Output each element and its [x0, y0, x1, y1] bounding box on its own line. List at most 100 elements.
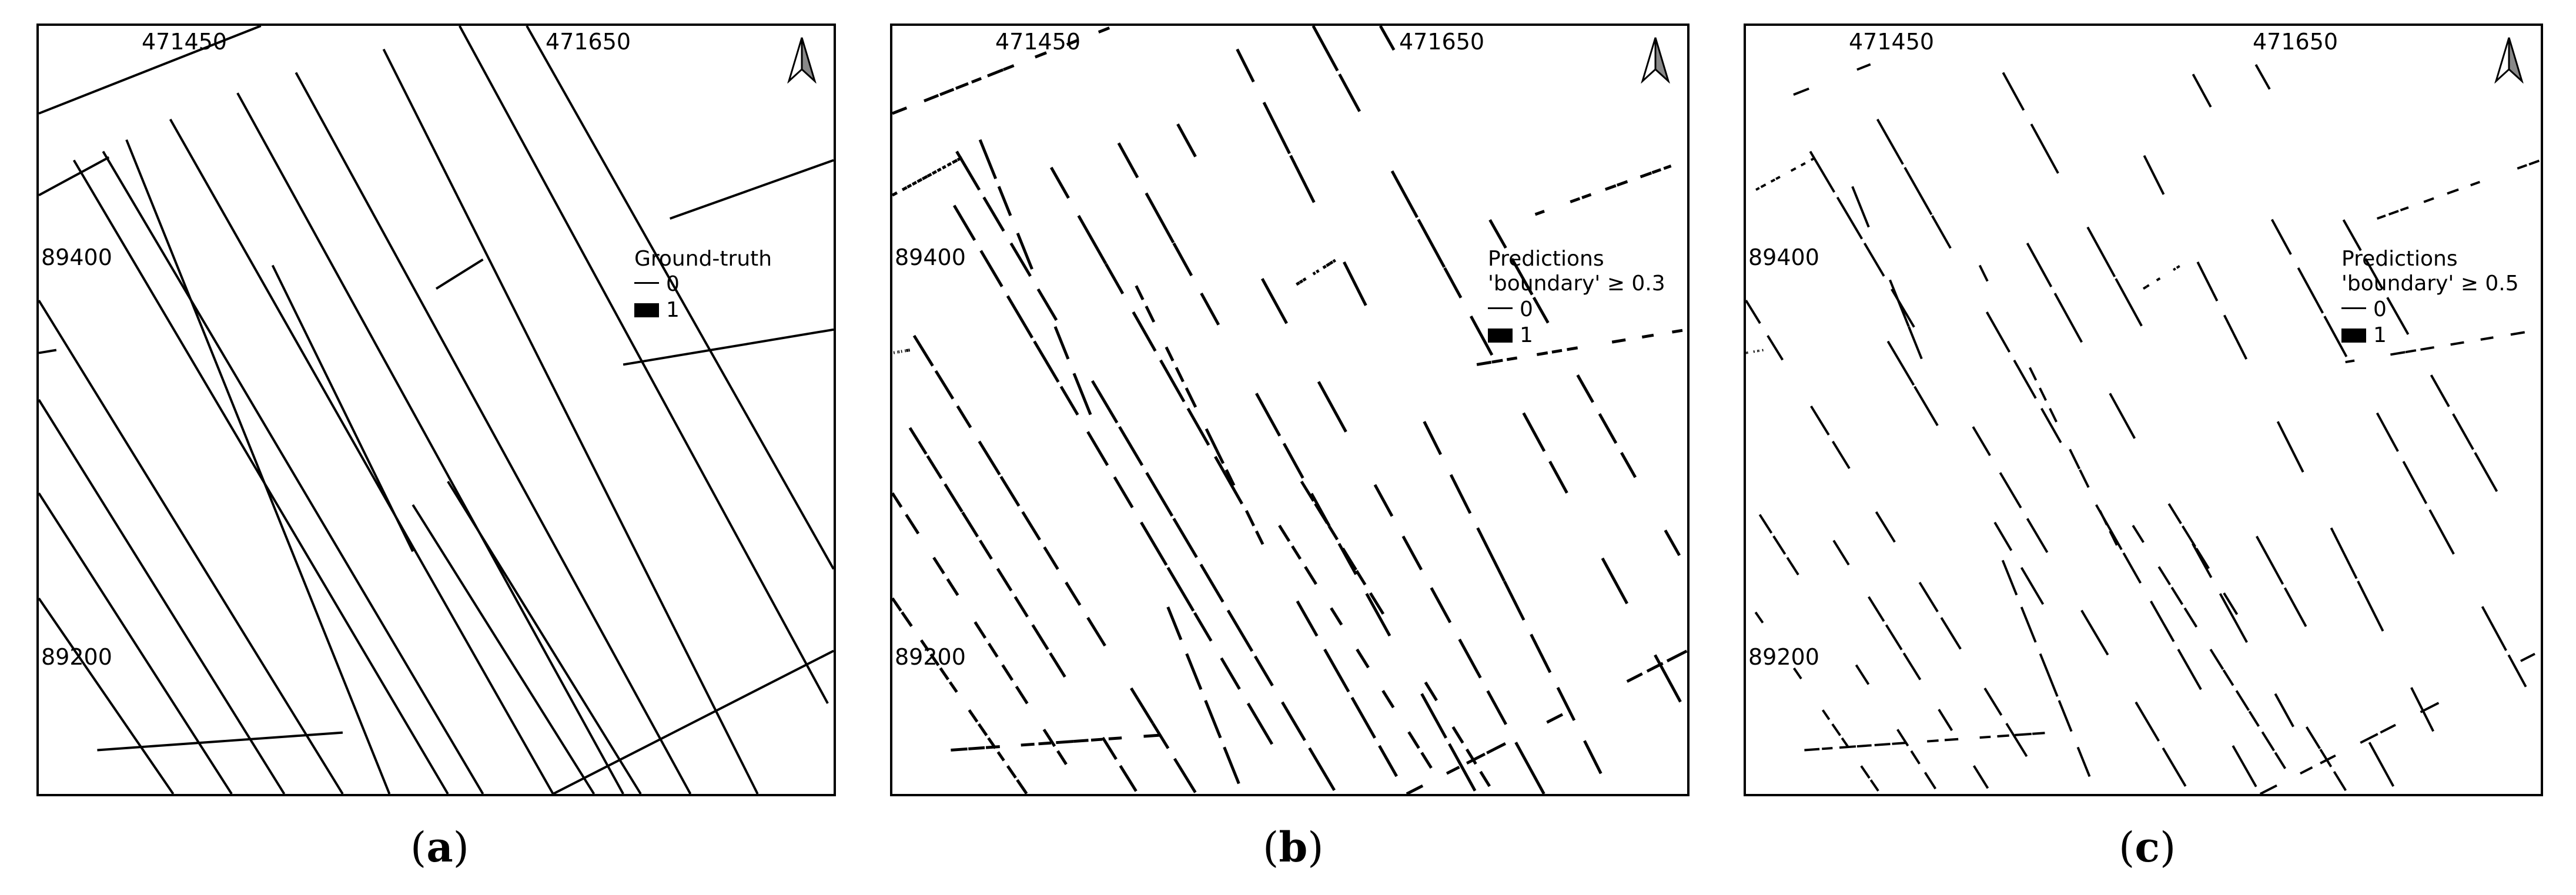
field-boundary: [97, 731, 343, 752]
predicted-boundary: [2428, 509, 2455, 555]
predicted-boundary: [1009, 242, 1032, 277]
x-coordinate-right: 471650: [2253, 29, 2339, 55]
legend-subtitle: 'boundary' ≥ 0.3: [1488, 271, 1665, 296]
predicted-boundary: [1430, 587, 1452, 624]
predicted-boundary: [2357, 581, 2384, 632]
predicted-boundary: [1119, 765, 1138, 792]
predicted-boundary: [1065, 581, 1082, 606]
predicted-boundary: [1506, 356, 1518, 361]
predicted-boundary: [2480, 336, 2494, 341]
predicted-boundary: [1491, 358, 1503, 364]
predicted-boundary: [1530, 633, 1552, 673]
predicted-boundary: [2507, 654, 2527, 688]
map-panel-b: 471450 471650 89400 89200 Predictions 'b…: [890, 24, 1690, 796]
predicted-boundary: [1140, 521, 1168, 566]
predicted-boundary: [1001, 664, 1014, 681]
field-boundary: [39, 26, 262, 115]
predicted-boundary: [1105, 263, 1125, 294]
predicted-boundary: [1373, 484, 1394, 517]
predicted-boundary: [2256, 535, 2284, 585]
predicted-boundary: [1253, 655, 1274, 687]
predicted-boundary: [2400, 206, 2409, 212]
predicted-boundary: [2420, 346, 2434, 351]
predicted-boundary: [1002, 64, 1015, 71]
predicted-boundary: [1869, 779, 1879, 792]
predicted-boundary: [1086, 616, 1106, 647]
predicted-boundary: [2528, 159, 2540, 166]
field-boundary: [435, 258, 484, 290]
predicted-boundary: [1223, 746, 1240, 785]
field-boundary: [102, 150, 484, 794]
predicted-boundary: [2261, 731, 2275, 752]
predicted-boundary: [1329, 260, 1334, 265]
predicted-boundary: [1015, 685, 1029, 705]
predicted-boundary: [2274, 693, 2294, 728]
predicted-boundary: [1856, 63, 1871, 71]
predicted-boundary: [1056, 750, 1068, 765]
predicted-boundary: [1548, 460, 1568, 494]
predicted-boundary: [1173, 757, 1197, 793]
predicted-boundary: [2376, 412, 2399, 452]
predicted-boundary: [1616, 180, 1628, 187]
predicted-boundary: [944, 483, 964, 513]
predicted-boundary: [2143, 155, 2165, 195]
predicted-boundary: [1101, 736, 1118, 760]
predicted-boundary: [996, 751, 1005, 762]
predicted-boundary: [1108, 736, 1122, 740]
predicted-boundary: [2474, 452, 2498, 492]
predicted-boundary: [1863, 242, 1885, 277]
predicted-boundary: [1465, 748, 1477, 765]
predicted-boundary: [1810, 157, 1815, 161]
predicted-boundary: [946, 578, 959, 596]
predicted-boundary: [1355, 569, 1367, 586]
predicted-boundary: [1832, 441, 1851, 470]
predicted-boundary: [2342, 219, 2362, 252]
predicted-boundary: [2510, 331, 2525, 336]
predicted-boundary: [1118, 425, 1144, 466]
predicted-boundary: [2122, 552, 2142, 584]
predicted-boundary: [1672, 328, 1683, 334]
predicted-boundary: [2222, 669, 2234, 686]
field-boundary: [459, 26, 829, 704]
predicted-boundary: [936, 167, 942, 172]
predicted-boundary: [1931, 215, 1952, 249]
predicted-boundary: [1885, 624, 1903, 651]
predicted-boundary: [2323, 316, 2348, 357]
predicted-boundary: [1337, 542, 1357, 575]
predicted-boundary: [1159, 359, 1186, 403]
predicted-boundary: [2176, 265, 2180, 269]
predicted-boundary: [911, 180, 918, 186]
predicted-boundary: [2156, 277, 2161, 281]
predicted-boundary: [2390, 351, 2406, 356]
predicted-boundary: [2297, 267, 2324, 314]
predicted-boundary: [2223, 314, 2248, 360]
predicted-boundary: [2058, 700, 2073, 732]
predicted-boundary: [1369, 592, 1385, 615]
predicted-boundary: [1006, 295, 1034, 338]
predicted-boundary: [1381, 689, 1395, 709]
caption-a: (a): [410, 823, 469, 871]
predicted-boundary: [973, 621, 987, 639]
predicted-boundary: [1654, 654, 1682, 703]
predicted-boundary: [1021, 742, 1035, 747]
predicted-boundary: [2195, 548, 2210, 569]
predicted-boundary: [1469, 315, 1494, 356]
predicted-boundary: [1620, 452, 1637, 478]
predicted-boundary: [1851, 186, 1870, 228]
field-boundary: [271, 264, 414, 552]
predicted-boundary: [1775, 176, 1781, 180]
predicted-boundary: [2376, 214, 2386, 220]
predicted-boundary: [2450, 341, 2464, 346]
predicted-boundary: [1486, 742, 1507, 755]
predicted-boundary: [1066, 39, 1078, 46]
predicted-boundary: [2020, 606, 2037, 643]
predicted-boundary: [2040, 408, 2062, 444]
predicted-boundary: [1086, 431, 1109, 467]
boundary-map-c: [1746, 63, 2540, 794]
predicted-boundary: [2135, 701, 2160, 742]
y-coordinate-top: 89400: [1748, 244, 1819, 270]
legend: Predictions 'boundary' ≥ 0.5 0 1: [2341, 247, 2519, 348]
predicted-boundary: [1077, 214, 1108, 265]
predicted-boundary: [2049, 408, 2058, 423]
predicted-boundary: [1551, 348, 1563, 354]
